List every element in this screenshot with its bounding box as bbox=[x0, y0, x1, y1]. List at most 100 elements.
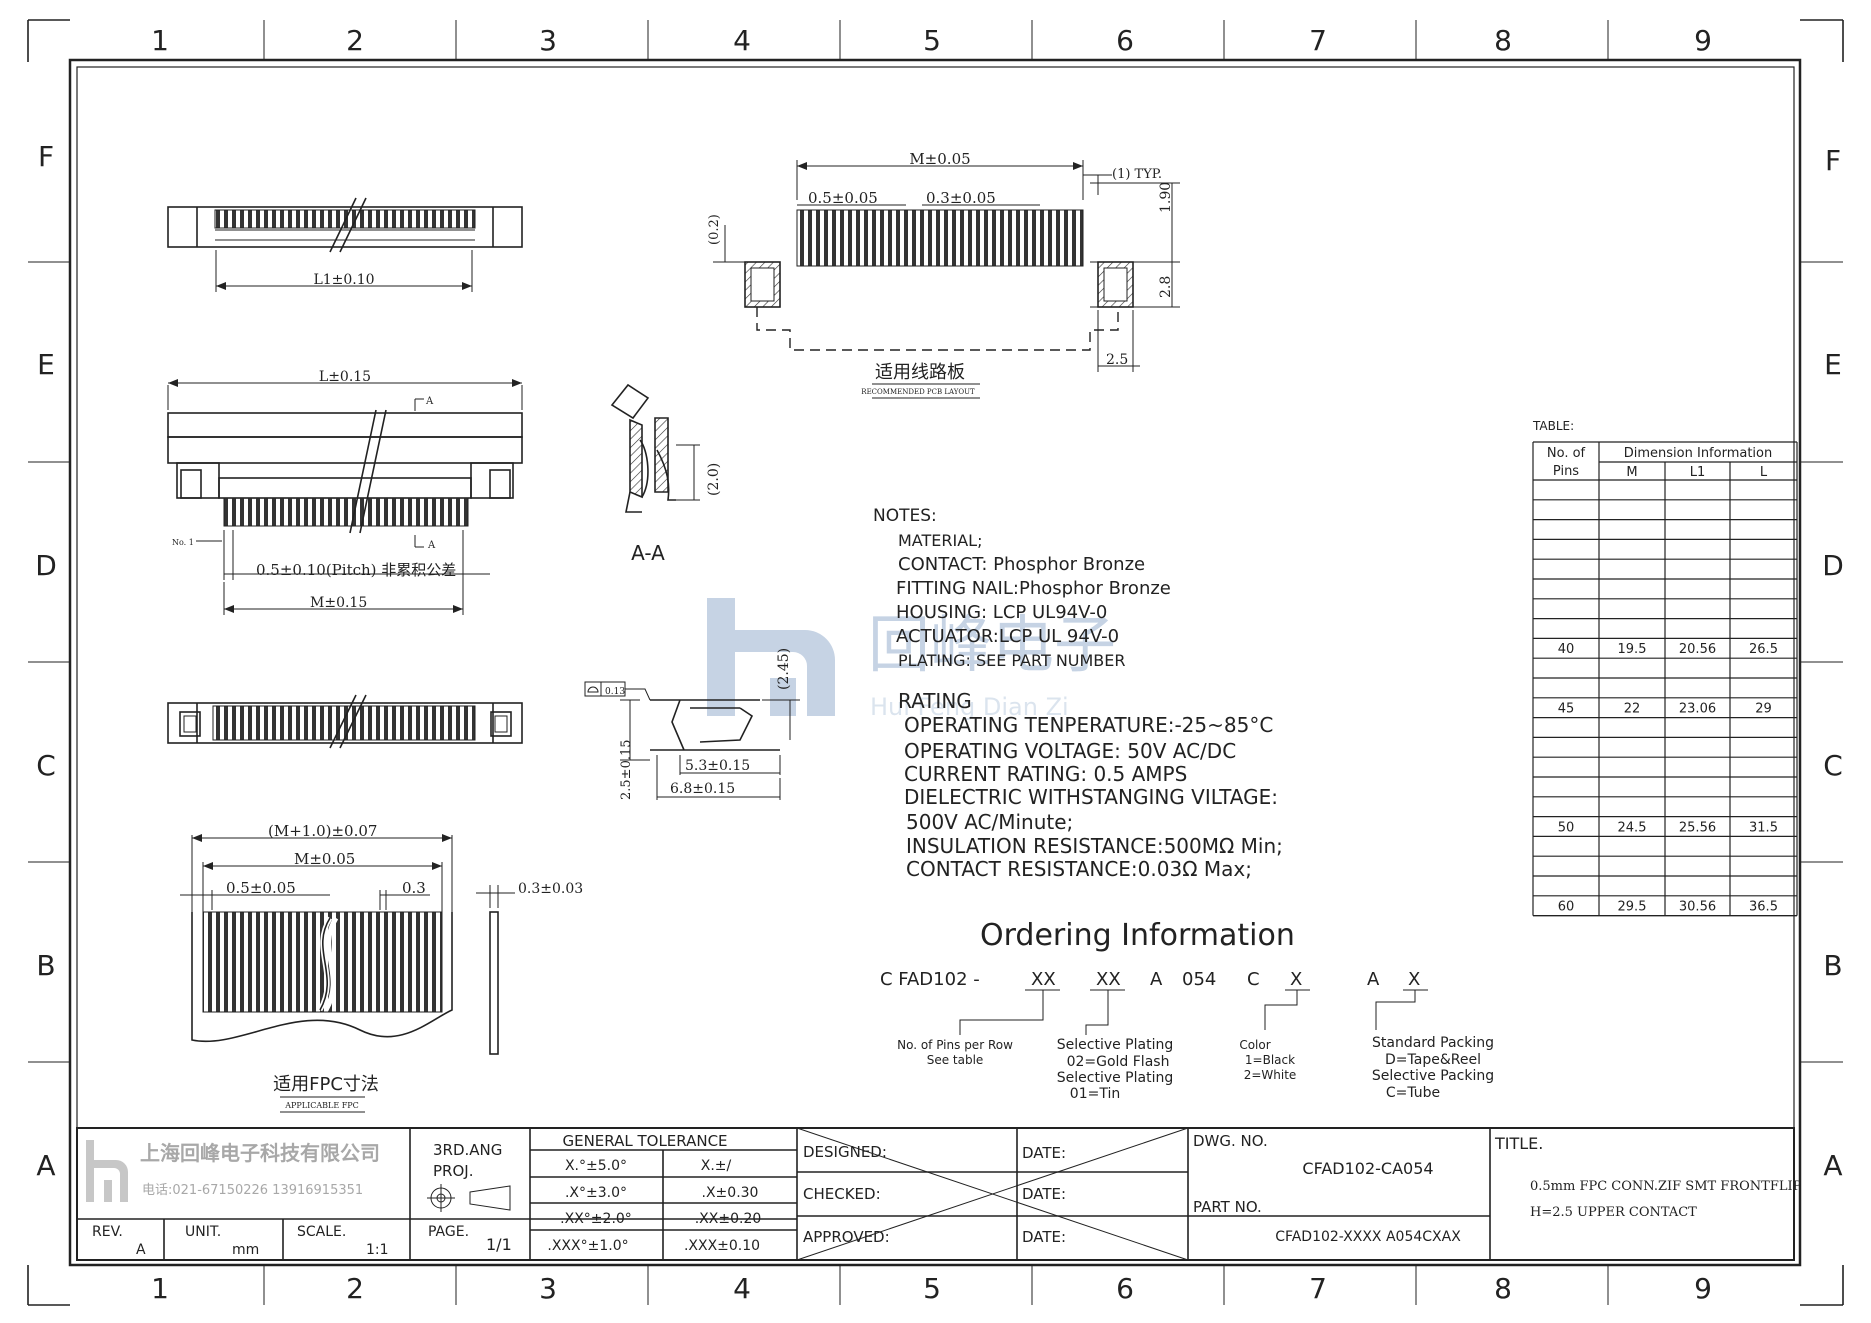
table-cell: 20.56 bbox=[1679, 642, 1716, 657]
table-header-col: M bbox=[1626, 465, 1637, 480]
tol-linear: X.±/ bbox=[701, 1158, 732, 1174]
watermark-sub: Hui Feng Dian Zi bbox=[870, 693, 1069, 721]
plating-label: Selective Plating bbox=[1057, 1037, 1173, 1053]
dwg-number: CFAD102-CA054 bbox=[1302, 1159, 1433, 1178]
tol-linear: .XXX±0.10 bbox=[684, 1238, 760, 1254]
pcb-layout-view: M±0.05 0.5±0.05 0.3±0.05 (1) TYP. (0.2) … bbox=[707, 150, 1180, 399]
dim-L1: L1±0.10 bbox=[313, 272, 374, 288]
tol-angle: .XXX°±1.0° bbox=[547, 1238, 628, 1254]
fpc-caption: 适用FPC寸法 bbox=[273, 1074, 379, 1095]
plating-label: 02=Gold Flash bbox=[1067, 1054, 1170, 1070]
sheet-frame bbox=[27, 19, 1844, 1306]
row-label: C bbox=[1823, 749, 1843, 782]
dim-fpc-m: M±0.05 bbox=[294, 850, 355, 868]
notes-title: NOTES: bbox=[873, 506, 937, 526]
pin1-label: No. 1 bbox=[172, 538, 194, 547]
ordering-pins-code: XX bbox=[1031, 969, 1056, 990]
table-cell: 31.5 bbox=[1749, 820, 1778, 835]
plating-label: Selective Plating bbox=[1057, 1070, 1173, 1086]
table-header-col: L1 bbox=[1690, 465, 1706, 480]
row-label: E bbox=[37, 348, 55, 381]
table-caption: TABLE: bbox=[1532, 419, 1574, 433]
col-label: 8 bbox=[1494, 1272, 1512, 1305]
table-cell: 22 bbox=[1624, 702, 1641, 717]
title-label: TITLE. bbox=[1494, 1134, 1543, 1153]
checked-label: CHECKED: bbox=[803, 1185, 881, 1203]
col-label: 9 bbox=[1694, 24, 1712, 57]
dim-side-w1: 5.3±0.15 bbox=[685, 758, 750, 774]
table-cell: 19.5 bbox=[1618, 642, 1647, 657]
dim-pcb-typ: (1) TYP. bbox=[1112, 167, 1162, 182]
table-cell: 60 bbox=[1558, 900, 1575, 915]
packing-label: Standard Packing bbox=[1372, 1035, 1494, 1051]
scale-label: SCALE. bbox=[297, 1224, 346, 1240]
approved-label: APPROVED: bbox=[803, 1228, 890, 1246]
pcb-caption-en: RECOMMENDED PCB LAYOUT bbox=[861, 388, 975, 396]
table-cell: 23.06 bbox=[1679, 702, 1716, 717]
notes-line: MATERIAL; bbox=[898, 531, 982, 550]
color-label: 1=Black bbox=[1245, 1053, 1295, 1067]
section-aa-view: (2.0) A-A bbox=[610, 383, 722, 565]
part-number: CFAD102-XXXX A054CXAX bbox=[1275, 1229, 1461, 1245]
dim-pcb-02: (0.2) bbox=[707, 214, 722, 245]
col-label: 7 bbox=[1309, 24, 1327, 57]
projection-label: 3RD.ANG bbox=[433, 1141, 502, 1159]
row-labels-left: F E D C B A bbox=[35, 140, 57, 1182]
col-label: 2 bbox=[346, 24, 364, 57]
row-label: D bbox=[35, 549, 57, 582]
ordering-packing-code: X bbox=[1408, 969, 1420, 990]
rating-line: 500V AC/Minute; bbox=[906, 810, 1073, 834]
ordering-plating-code: XX bbox=[1096, 969, 1121, 990]
col-label: 1 bbox=[151, 1272, 169, 1305]
page-label: PAGE. bbox=[428, 1224, 469, 1240]
notes: NOTES: MATERIAL; CONTACT: Phosphor Bronz… bbox=[873, 506, 1171, 670]
col-label: 4 bbox=[733, 24, 751, 57]
fpc-view: (M+1.0)±0.07 M±0.05 0.5±0.05 0.3 0.3±0.0… bbox=[180, 822, 583, 1113]
ordering-title: Ordering Information bbox=[980, 918, 1295, 953]
table-cell: 40 bbox=[1558, 642, 1575, 657]
rating-title: RATING bbox=[898, 689, 972, 713]
unit-value: mm bbox=[232, 1242, 259, 1258]
column-labels-bottom: 1 2 3 4 5 6 7 8 9 bbox=[151, 1272, 1712, 1305]
top-view: L1±0.10 bbox=[167, 197, 523, 292]
dim-pitch: 0.5±0.10(Pitch) 非累积公差 bbox=[256, 561, 456, 579]
table-cell: 24.5 bbox=[1618, 820, 1647, 835]
company-phone: 电话:021-67150226 13916915351 bbox=[142, 1183, 363, 1198]
dim-fpc-w: 0.3 bbox=[402, 879, 426, 897]
date-label: DATE: bbox=[1022, 1228, 1066, 1246]
ordering-info: Ordering Information C FAD102 - XX XX A … bbox=[880, 918, 1494, 1102]
dim-L: L±0.15 bbox=[319, 369, 371, 385]
notes-line: FITTING NAIL:Phosphor Bronze bbox=[896, 578, 1171, 599]
rating-line: DIELECTRIC WITHSTANGING VILTAGE: bbox=[904, 785, 1278, 809]
tol-linear: .X±0.30 bbox=[702, 1185, 759, 1201]
row-label: F bbox=[38, 140, 54, 173]
projection-symbol-icon bbox=[427, 1184, 511, 1212]
dim-side-h1: (2.45) bbox=[776, 648, 792, 690]
tol-linear: .XX±0.20 bbox=[695, 1211, 762, 1227]
drawing-title: H=2.5 UPPER CONTACT bbox=[1530, 1205, 1697, 1220]
notes-line: CONTACT: Phosphor Bronze bbox=[898, 554, 1145, 575]
tolerance-title: GENERAL TOLERANCE bbox=[562, 1132, 727, 1150]
rating-line: CURRENT RATING: 0.5 AMPS bbox=[904, 762, 1187, 786]
dim-pcb-190: 1.90 bbox=[1158, 182, 1174, 213]
notes-line: HOUSING: LCP UL94V-0 bbox=[896, 602, 1107, 623]
pins-label: No. of Pins per Row bbox=[897, 1038, 1013, 1052]
table-cell: 29 bbox=[1755, 702, 1772, 717]
table-cell: 29.5 bbox=[1618, 900, 1647, 915]
ordering-a: A bbox=[1150, 969, 1163, 990]
table-header-pins: Pins bbox=[1553, 464, 1579, 479]
rating-line: INSULATION RESISTANCE:500MΩ Min; bbox=[906, 834, 1283, 858]
table-cell: 45 bbox=[1558, 702, 1575, 717]
flatness-value: 0.13 bbox=[605, 687, 625, 697]
ordering-c: C bbox=[1247, 969, 1260, 990]
dim-side-h2: 2.5±0.15 bbox=[619, 739, 634, 800]
notes-line: PLATING: SEE PART NUMBER bbox=[898, 651, 1126, 670]
col-label: 3 bbox=[539, 24, 557, 57]
table-header-pins: No. of bbox=[1547, 446, 1586, 461]
section-mark-top: A bbox=[425, 396, 434, 407]
ordering-color-code: X bbox=[1290, 969, 1302, 990]
dim-pcb-25: 2.5 bbox=[1106, 352, 1128, 368]
ordering-a2: A bbox=[1367, 969, 1380, 990]
